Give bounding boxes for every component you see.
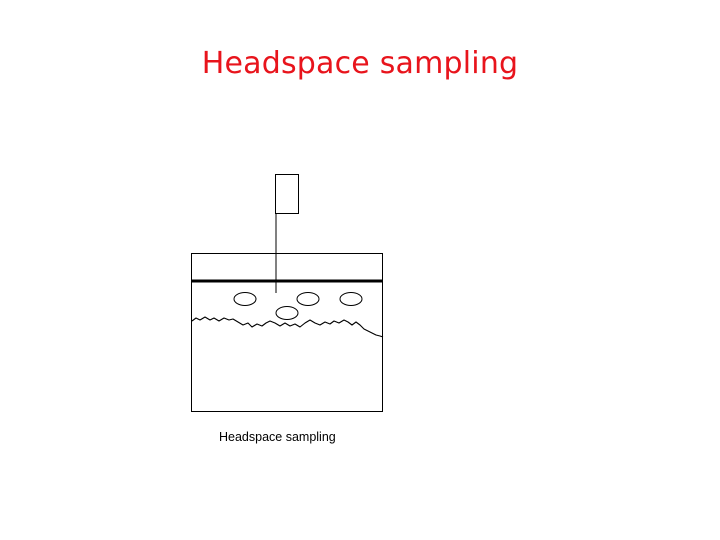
vapor-bubble <box>296 292 320 306</box>
sample-surface-line <box>191 316 384 338</box>
slide-title: Headspace sampling <box>201 46 519 81</box>
diagram-caption: Headspace sampling <box>219 430 336 444</box>
vapor-bubble <box>275 306 299 320</box>
vapor-bubble <box>339 292 363 306</box>
syringe-barrel <box>275 174 299 214</box>
vapor-bubble <box>233 292 257 306</box>
vial-outline <box>191 253 383 412</box>
